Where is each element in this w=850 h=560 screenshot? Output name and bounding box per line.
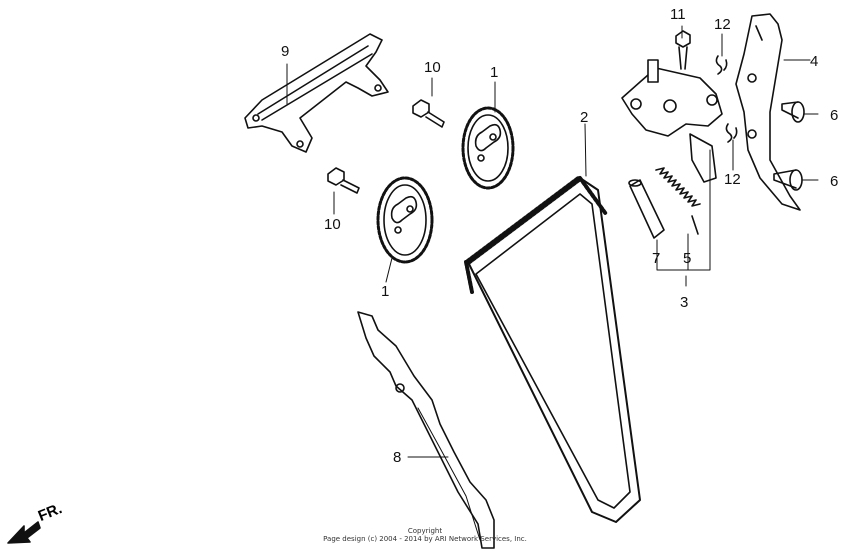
callout-5: 5 [683,250,691,267]
leader-lines [286,25,819,458]
callout-4: 4 [810,53,818,70]
part-7-tube[interactable] [628,179,665,239]
part-2-cam-chain[interactable] [464,175,641,523]
callout-3: 3 [680,294,688,311]
part-12-clip-lower[interactable] [725,123,738,143]
callout-10-upper: 10 [424,59,441,76]
copyright-line-2: Page design (c) 2004 - 2014 by ARI Netwo… [323,535,527,543]
part-1-sprocket-upper[interactable] [461,106,515,190]
part-10-bolt-upper[interactable] [412,99,445,128]
part-4-guide[interactable] [735,13,801,211]
part-10-bolt-lower[interactable] [327,167,360,194]
part-8-slipper[interactable] [357,311,495,549]
part-11-bolt[interactable] [675,30,691,70]
part-1-sprocket-lower[interactable] [376,176,434,264]
callout-6-lower: 6 [830,173,838,190]
part-6-pin-upper[interactable] [781,101,805,123]
callout-7: 7 [652,250,660,267]
part-5-spring[interactable] [655,167,701,235]
copyright-line-1: Copyright [407,527,443,535]
callout-2: 2 [580,109,588,126]
part-12-clip-upper[interactable] [715,55,728,75]
callout-1-lower: 1 [381,283,389,300]
front-arrow [7,521,41,544]
callout-12-upper: 12 [714,16,731,33]
callout-6-upper: 6 [830,107,838,124]
part-9-bracket[interactable] [244,33,389,153]
part-3-tensioner-assembly[interactable] [621,59,723,183]
callout-12-lower: 12 [724,171,741,188]
callout-11: 11 [670,6,686,23]
callout-10-lower: 10 [324,216,341,233]
callout-1-upper: 1 [490,64,498,81]
callout-8: 8 [393,449,401,466]
callout-labels: 9 10 10 1 1 2 3 4 5 6 6 7 8 11 12 12 [281,6,838,466]
callout-9: 9 [281,43,289,60]
